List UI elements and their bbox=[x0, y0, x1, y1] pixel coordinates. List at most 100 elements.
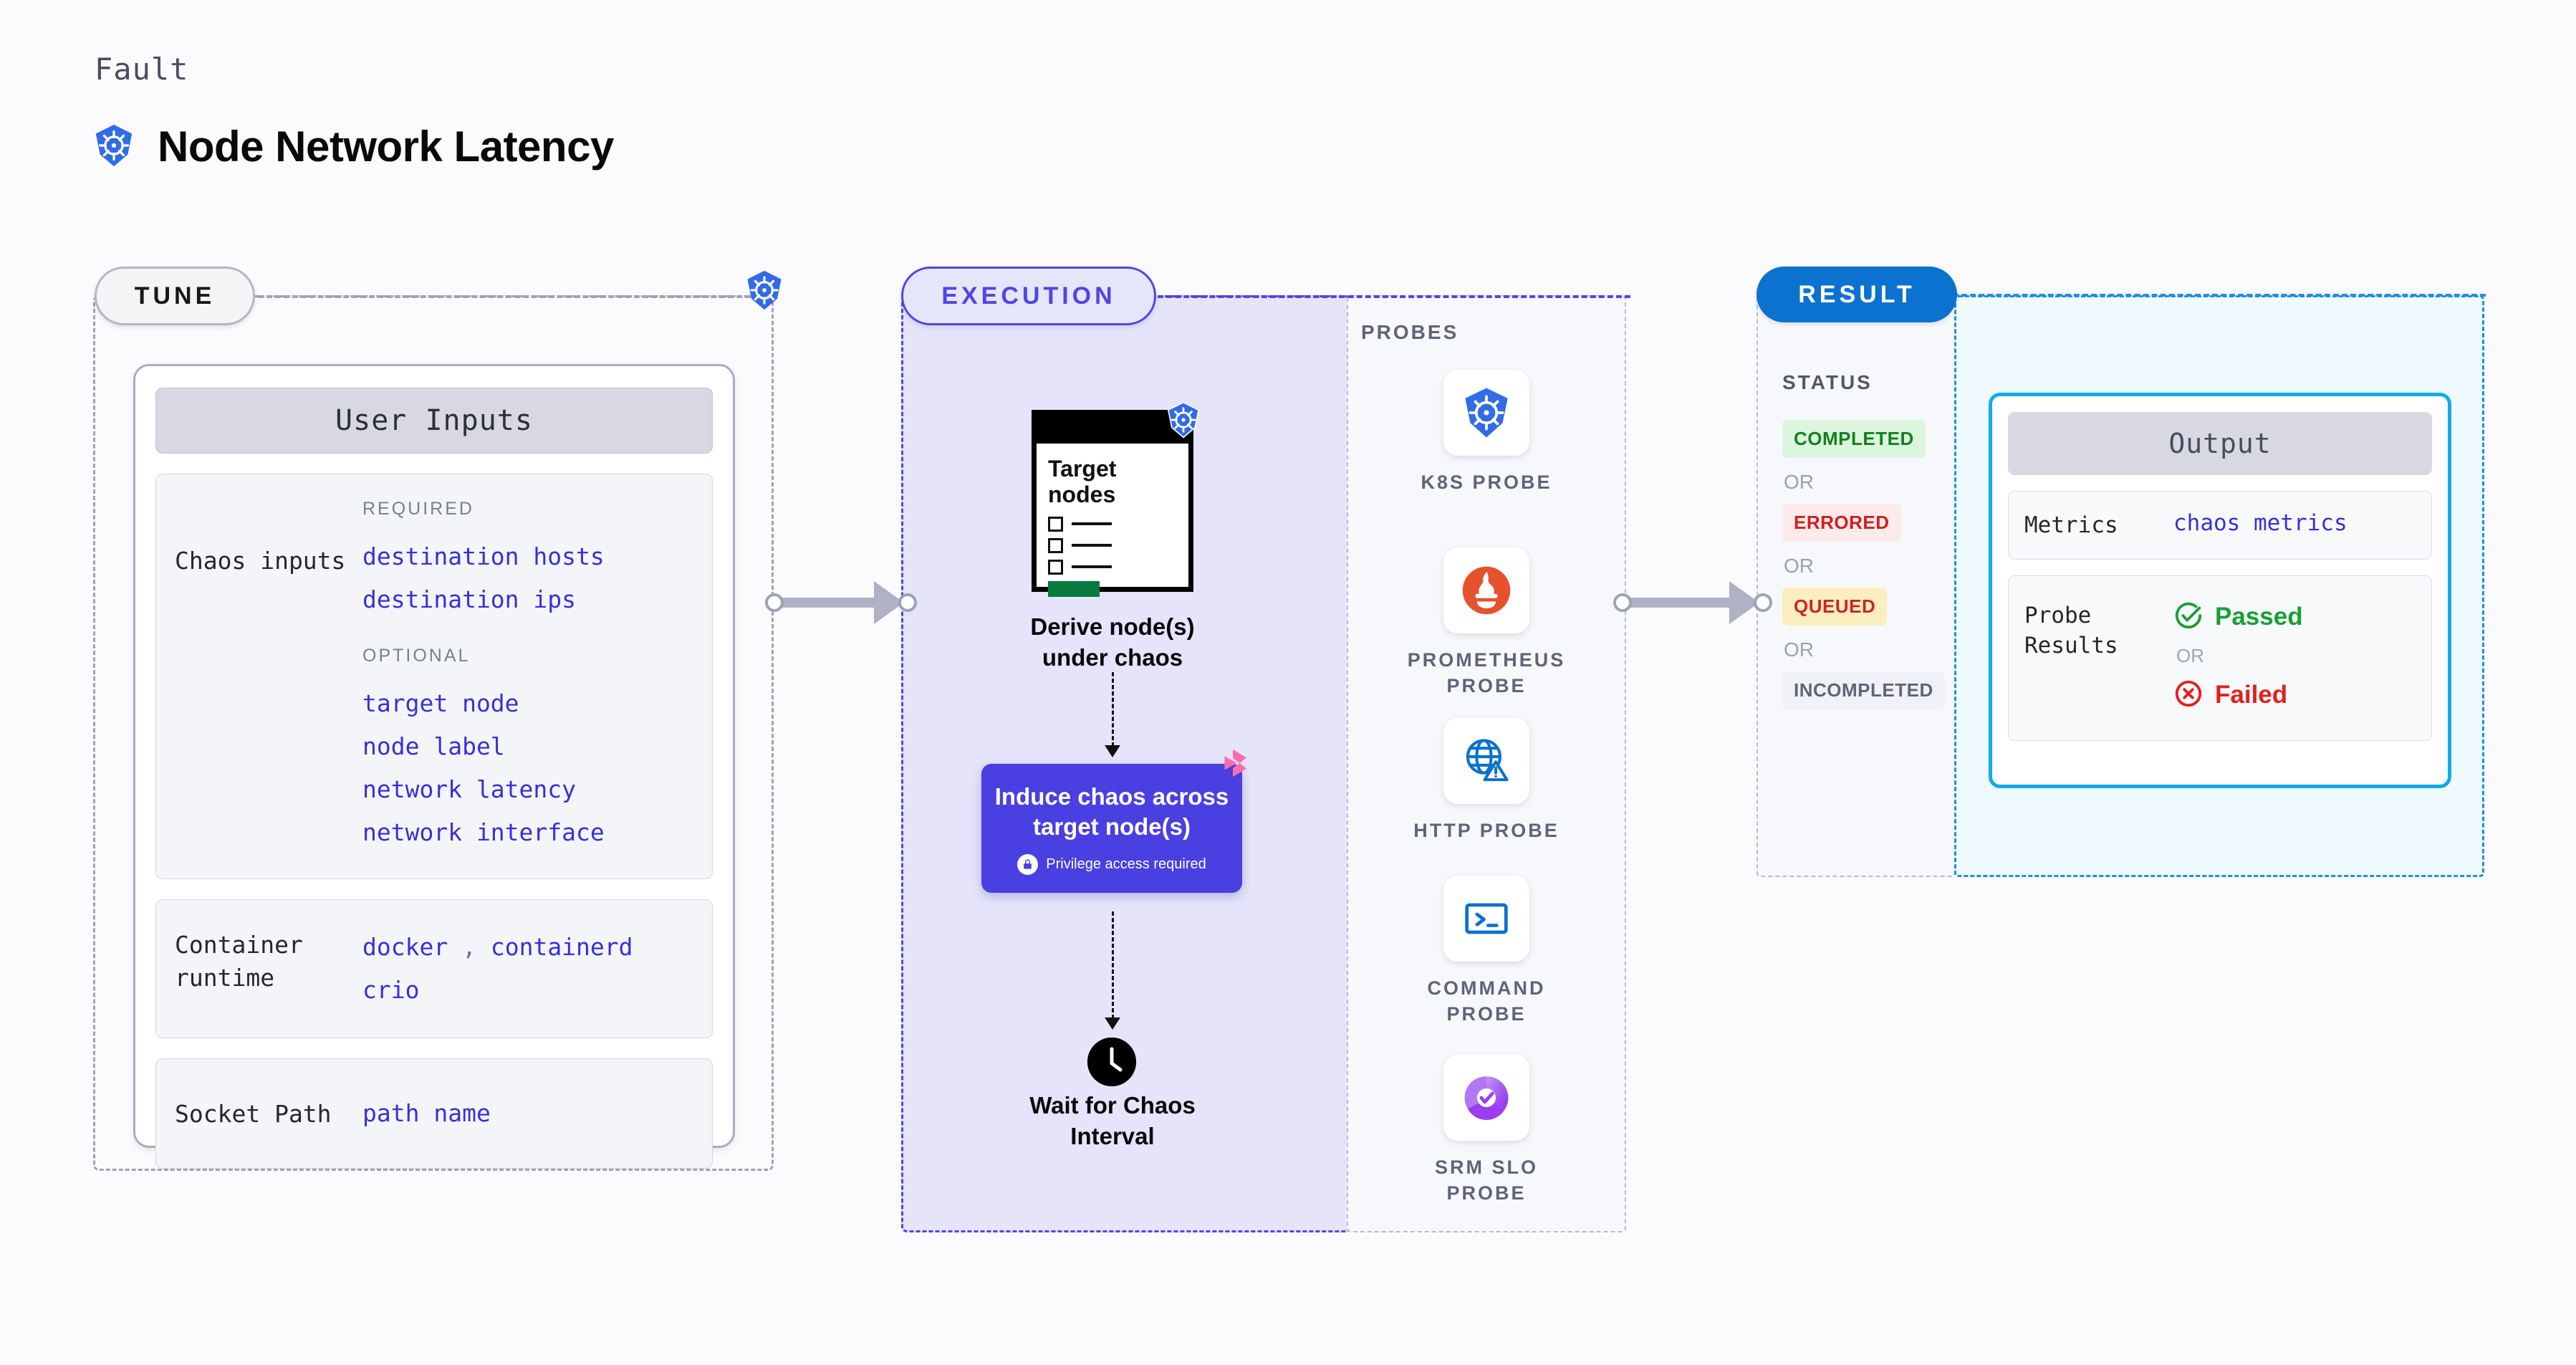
status-panel bbox=[1756, 295, 1956, 877]
status-badge-list: COMPLETED OR ERRORED OR QUEUED OR INCOMP… bbox=[1782, 414, 1947, 715]
socket-path-value[interactable]: path name bbox=[362, 1099, 491, 1128]
probe-srm-slo[interactable]: SRM SLO PROBE bbox=[1347, 1055, 1626, 1206]
runtime-separator: , bbox=[462, 933, 476, 962]
input-destination-hosts[interactable]: destination hosts bbox=[362, 542, 605, 570]
metrics-row: Metrics chaos metrics bbox=[2008, 491, 2432, 560]
required-group-title: REQUIRED bbox=[362, 499, 474, 519]
connector-bar bbox=[1630, 598, 1732, 608]
check-circle-icon bbox=[2173, 600, 2203, 633]
input-network-interface[interactable]: network interface bbox=[362, 818, 605, 847]
derive-nodes-caption: Derive node(s) under chaos bbox=[958, 612, 1267, 674]
exec-dash-top bbox=[1158, 295, 1630, 298]
privilege-text: Privilege access required bbox=[1046, 856, 1206, 873]
chaos-title-line2: target node(s) bbox=[1032, 813, 1191, 840]
title-text: Node Network Latency bbox=[158, 123, 614, 171]
probe-passed-row: Passed bbox=[2173, 600, 2416, 633]
document-checklist bbox=[1048, 516, 1177, 597]
probe-label-line2: PROBE bbox=[1446, 674, 1527, 696]
tune-dash-top bbox=[258, 295, 759, 298]
socket-path-label: Socket Path bbox=[175, 1099, 332, 1128]
user-inputs-card: User Inputs Chaos inputs REQUIRED destin… bbox=[133, 364, 735, 1169]
result-pill[interactable]: RESULT bbox=[1756, 267, 1957, 322]
probe-k8s[interactable]: K8S PROBE bbox=[1347, 370, 1626, 496]
probe-label-line2: PROBE bbox=[1446, 1002, 1527, 1025]
execution-pill[interactable]: EXECUTION bbox=[901, 267, 1156, 325]
probe-label-line2: PROBE bbox=[1446, 1182, 1527, 1204]
flow-arrowhead bbox=[1105, 1017, 1120, 1030]
metrics-value[interactable]: chaos metrics bbox=[2173, 510, 2347, 536]
input-destination-ips[interactable]: destination ips bbox=[362, 585, 577, 614]
runtime-crio[interactable]: crio bbox=[362, 976, 420, 1005]
chaos-title-line1: Induce chaos across bbox=[994, 782, 1229, 810]
kubernetes-icon bbox=[92, 123, 136, 171]
chaos-inputs-label: Chaos inputs bbox=[175, 547, 346, 575]
probe-results-row: Probe Results Passed OR bbox=[2008, 575, 2432, 742]
document-titlebar bbox=[1037, 415, 1188, 444]
connector-tune-to-execution bbox=[765, 581, 917, 624]
induce-chaos-card[interactable]: Induce chaos across target node(s) Privi… bbox=[981, 764, 1242, 893]
doc-green-bar bbox=[1048, 580, 1100, 597]
probe-prometheus[interactable]: PROMETHEUS PROBE bbox=[1347, 547, 1626, 699]
flow-arrow-line bbox=[1112, 672, 1114, 747]
probe-results-label-line1: Probe bbox=[2024, 603, 2092, 629]
terminal-icon bbox=[1443, 876, 1529, 962]
page-title: Node Network Latency bbox=[92, 122, 614, 171]
or-label: OR bbox=[1784, 471, 1814, 493]
probe-label-line1: HTTP PROBE bbox=[1413, 820, 1559, 841]
flow-arrowhead bbox=[1105, 745, 1120, 757]
or-label: OR bbox=[1784, 555, 1814, 577]
output-card: Output Metrics chaos metrics Probe Resul… bbox=[1989, 393, 2451, 788]
probe-http[interactable]: HTTP PROBE bbox=[1347, 718, 1626, 844]
probe-command[interactable]: COMMAND PROBE bbox=[1347, 876, 1626, 1027]
derive-caption-line1: Derive node(s) bbox=[1030, 613, 1195, 640]
user-inputs-title: User Inputs bbox=[155, 388, 713, 454]
container-runtime-section: Container runtime docker , containerd cr… bbox=[155, 899, 713, 1039]
input-target-node[interactable]: target node bbox=[362, 689, 519, 718]
status-badge: QUEUED bbox=[1782, 588, 1888, 626]
input-node-label[interactable]: node label bbox=[362, 732, 505, 761]
tune-pill[interactable]: TUNE bbox=[95, 267, 255, 325]
status-badge: ERRORED bbox=[1782, 504, 1901, 542]
probe-failed-row: Failed bbox=[2173, 679, 2416, 712]
probe-label-line1: PROMETHEUS bbox=[1407, 649, 1566, 671]
doc-line bbox=[1072, 522, 1112, 526]
doc-line bbox=[1072, 544, 1112, 547]
socket-path-section: Socket Path path name bbox=[155, 1058, 713, 1169]
clock-icon bbox=[1087, 1038, 1136, 1086]
container-runtime-label: Container runtime bbox=[175, 931, 303, 992]
connector-dot bbox=[765, 593, 784, 612]
output-title: Output bbox=[2008, 412, 2432, 475]
checkbox-icon bbox=[1048, 559, 1063, 575]
probe-label-line1: K8S PROBE bbox=[1421, 471, 1552, 493]
or-label: OR bbox=[1784, 638, 1814, 661]
prometheus-icon bbox=[1443, 547, 1529, 633]
checkbox-icon bbox=[1048, 516, 1063, 532]
probe-results-label-line2: Results bbox=[2024, 633, 2118, 659]
target-nodes-document-icon: Target nodes bbox=[1032, 410, 1193, 597]
connector-bar bbox=[782, 598, 877, 608]
globe-warning-icon bbox=[1443, 718, 1529, 804]
doc-line bbox=[1072, 565, 1112, 569]
x-circle-icon bbox=[2173, 679, 2203, 712]
input-network-latency[interactable]: network latency bbox=[362, 775, 577, 804]
checkbox-icon bbox=[1048, 537, 1063, 553]
passed-label: Passed bbox=[2215, 603, 2303, 631]
runtime-containerd[interactable]: containerd bbox=[490, 933, 633, 962]
connector-dot bbox=[1613, 593, 1632, 612]
runtime-docker[interactable]: docker bbox=[362, 933, 448, 962]
failed-label: Failed bbox=[2215, 681, 2288, 709]
lock-icon bbox=[1017, 854, 1039, 876]
flow-arrow-line bbox=[1112, 911, 1114, 1019]
probe-results-label: Probe Results bbox=[2024, 600, 2173, 712]
kubernetes-icon bbox=[744, 269, 785, 314]
wait-caption-line2: Interval bbox=[1070, 1122, 1155, 1149]
probe-label-line1: COMMAND bbox=[1427, 977, 1546, 999]
wait-caption-line1: Wait for Chaos bbox=[1029, 1092, 1196, 1119]
status-badge: COMPLETED bbox=[1782, 420, 1926, 458]
status-badge: INCOMPLETED bbox=[1782, 671, 1945, 709]
or-label: OR bbox=[2176, 645, 2204, 667]
optional-group-title: OPTIONAL bbox=[362, 646, 471, 666]
connector-dot bbox=[1754, 593, 1772, 612]
chaos-inputs-section: Chaos inputs REQUIRED destination hosts … bbox=[155, 474, 713, 880]
